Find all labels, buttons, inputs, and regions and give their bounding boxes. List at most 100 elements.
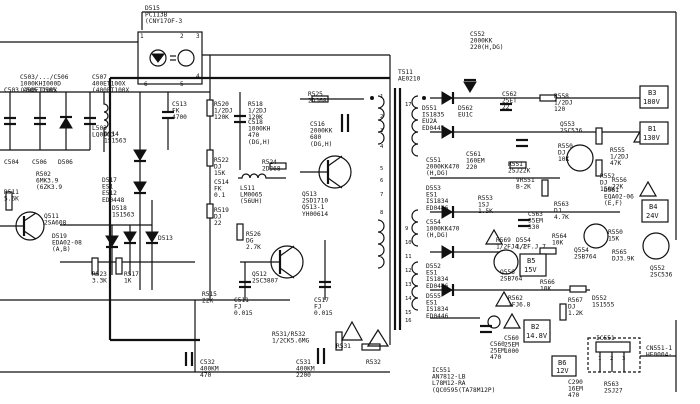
output-b4-voltage: 24V bbox=[646, 212, 659, 220]
label-c506: C506 bbox=[32, 159, 47, 166]
output-b3-name: B3 bbox=[648, 89, 656, 97]
transistor-q552 bbox=[642, 232, 670, 260]
pc-pin-1: 1 bbox=[140, 33, 144, 40]
transformer-pin-12: 12 bbox=[405, 268, 412, 274]
ic551-pin-3: 3 bbox=[622, 356, 625, 362]
label-r532-lbl: R532 bbox=[366, 359, 381, 366]
output-b3: B3 180V bbox=[639, 85, 669, 109]
pc-pin-3: 3 bbox=[196, 33, 200, 40]
transformer-t511 bbox=[370, 88, 426, 330]
pc-pin-5: 5 bbox=[180, 81, 184, 88]
output-b2-name: B2 bbox=[531, 323, 539, 331]
transformer-pin-3: 3 bbox=[380, 128, 383, 134]
transformer-pin-6: 6 bbox=[380, 178, 383, 184]
transformer-pin-11: 11 bbox=[405, 254, 412, 260]
transformer-pin-8: 8 bbox=[380, 210, 383, 216]
output-b6: B6 12V bbox=[551, 355, 577, 377]
transformer-pin-14: 14 bbox=[405, 296, 412, 302]
transformer-pin-4: 4 bbox=[380, 144, 384, 150]
transformer-pin-17: 17 bbox=[405, 102, 412, 108]
output-b1-name: B1 bbox=[648, 125, 656, 133]
label-r531-lbl: R531 bbox=[336, 343, 351, 350]
label-c504: C504 bbox=[4, 159, 19, 166]
pc-pin-6: 6 bbox=[144, 81, 148, 88]
transformer-pin-1: 1 bbox=[380, 94, 383, 100]
transformer-pin-10: 10 bbox=[405, 240, 412, 246]
pc-pin-4: 4 bbox=[196, 73, 200, 80]
transformer-pin-7: 7 bbox=[380, 192, 383, 198]
transformer-pin-2: 2 bbox=[380, 114, 383, 120]
output-b1-voltage: 130V bbox=[643, 134, 661, 142]
transistor-q553 bbox=[566, 144, 594, 172]
secondary-section bbox=[430, 78, 677, 392]
output-b5-voltage: 15V bbox=[524, 266, 537, 274]
label-ic551-label: IC551 bbox=[596, 335, 615, 342]
diode-stack-left bbox=[60, 92, 195, 290]
transformer-pin-5: 5 bbox=[380, 166, 383, 172]
output-b5-name: B5 bbox=[527, 257, 535, 265]
pc-pin-2: 2 bbox=[180, 33, 184, 40]
transformer-pin-16: 16 bbox=[405, 318, 412, 324]
output-b6-name: B6 bbox=[558, 359, 566, 367]
drive-section bbox=[184, 92, 390, 366]
